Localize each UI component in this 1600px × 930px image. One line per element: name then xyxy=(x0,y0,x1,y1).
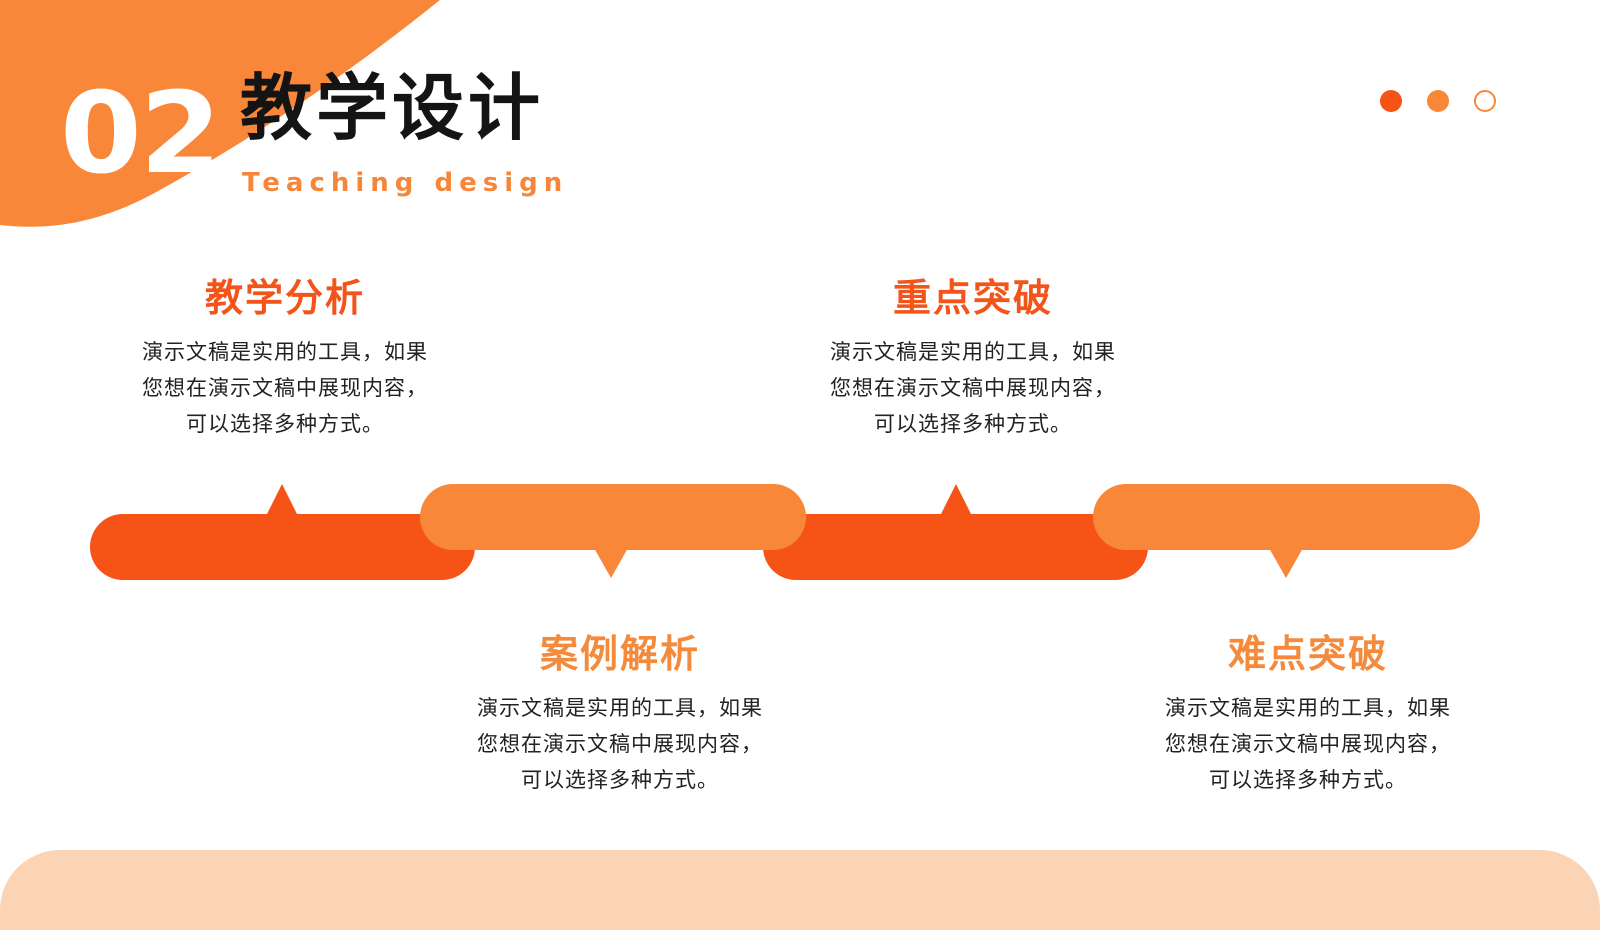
item-description: 演示文稿是实用的工具，如果您想在演示文稿中展现内容，可以选择多种方式。 xyxy=(1165,695,1451,792)
pager-dot-3[interactable] xyxy=(1474,90,1496,112)
timeline-item-key-breakthrough: 重点突破 演示文稿是实用的工具，如果您想在演示文稿中展现内容，可以选择多种方式。 xyxy=(808,276,1138,442)
item-description: 演示文稿是实用的工具，如果您想在演示文稿中展现内容，可以选择多种方式。 xyxy=(142,339,428,436)
corner-decoration xyxy=(0,0,440,227)
timeline-item-case-analysis: 案例解析 演示文稿是实用的工具，如果您想在演示文稿中展现内容，可以选择多种方式。 xyxy=(455,632,785,798)
timeline-segment-3 xyxy=(763,484,1148,580)
item-title: 教学分析 xyxy=(204,276,365,320)
item-title: 案例解析 xyxy=(539,632,700,676)
item-description: 演示文稿是实用的工具，如果您想在演示文稿中展现内容，可以选择多种方式。 xyxy=(477,695,763,792)
page-subtitle: Teaching design xyxy=(242,168,569,198)
slide-pager xyxy=(1380,90,1496,112)
timeline-segment-2 xyxy=(420,484,806,578)
item-description: 演示文稿是实用的工具，如果您想在演示文稿中展现内容，可以选择多种方式。 xyxy=(830,339,1116,436)
timeline-segment-1 xyxy=(90,484,475,580)
item-title: 难点突破 xyxy=(1227,632,1388,676)
pager-dot-1[interactable] xyxy=(1380,90,1402,112)
timeline-item-teaching-analysis: 教学分析 演示文稿是实用的工具，如果您想在演示文稿中展现内容，可以选择多种方式。 xyxy=(120,276,450,442)
timeline-track xyxy=(90,484,1480,580)
page-title: 教学设计 xyxy=(240,66,545,150)
timeline-item-difficulty-breakthrough: 难点突破 演示文稿是实用的工具，如果您想在演示文稿中展现内容，可以选择多种方式。 xyxy=(1143,632,1473,798)
item-title: 重点突破 xyxy=(892,276,1053,320)
pager-dot-2[interactable] xyxy=(1427,90,1449,112)
bottom-decoration-band xyxy=(0,850,1600,930)
section-number: 02 xyxy=(60,69,222,199)
timeline-segment-4 xyxy=(1093,484,1480,578)
